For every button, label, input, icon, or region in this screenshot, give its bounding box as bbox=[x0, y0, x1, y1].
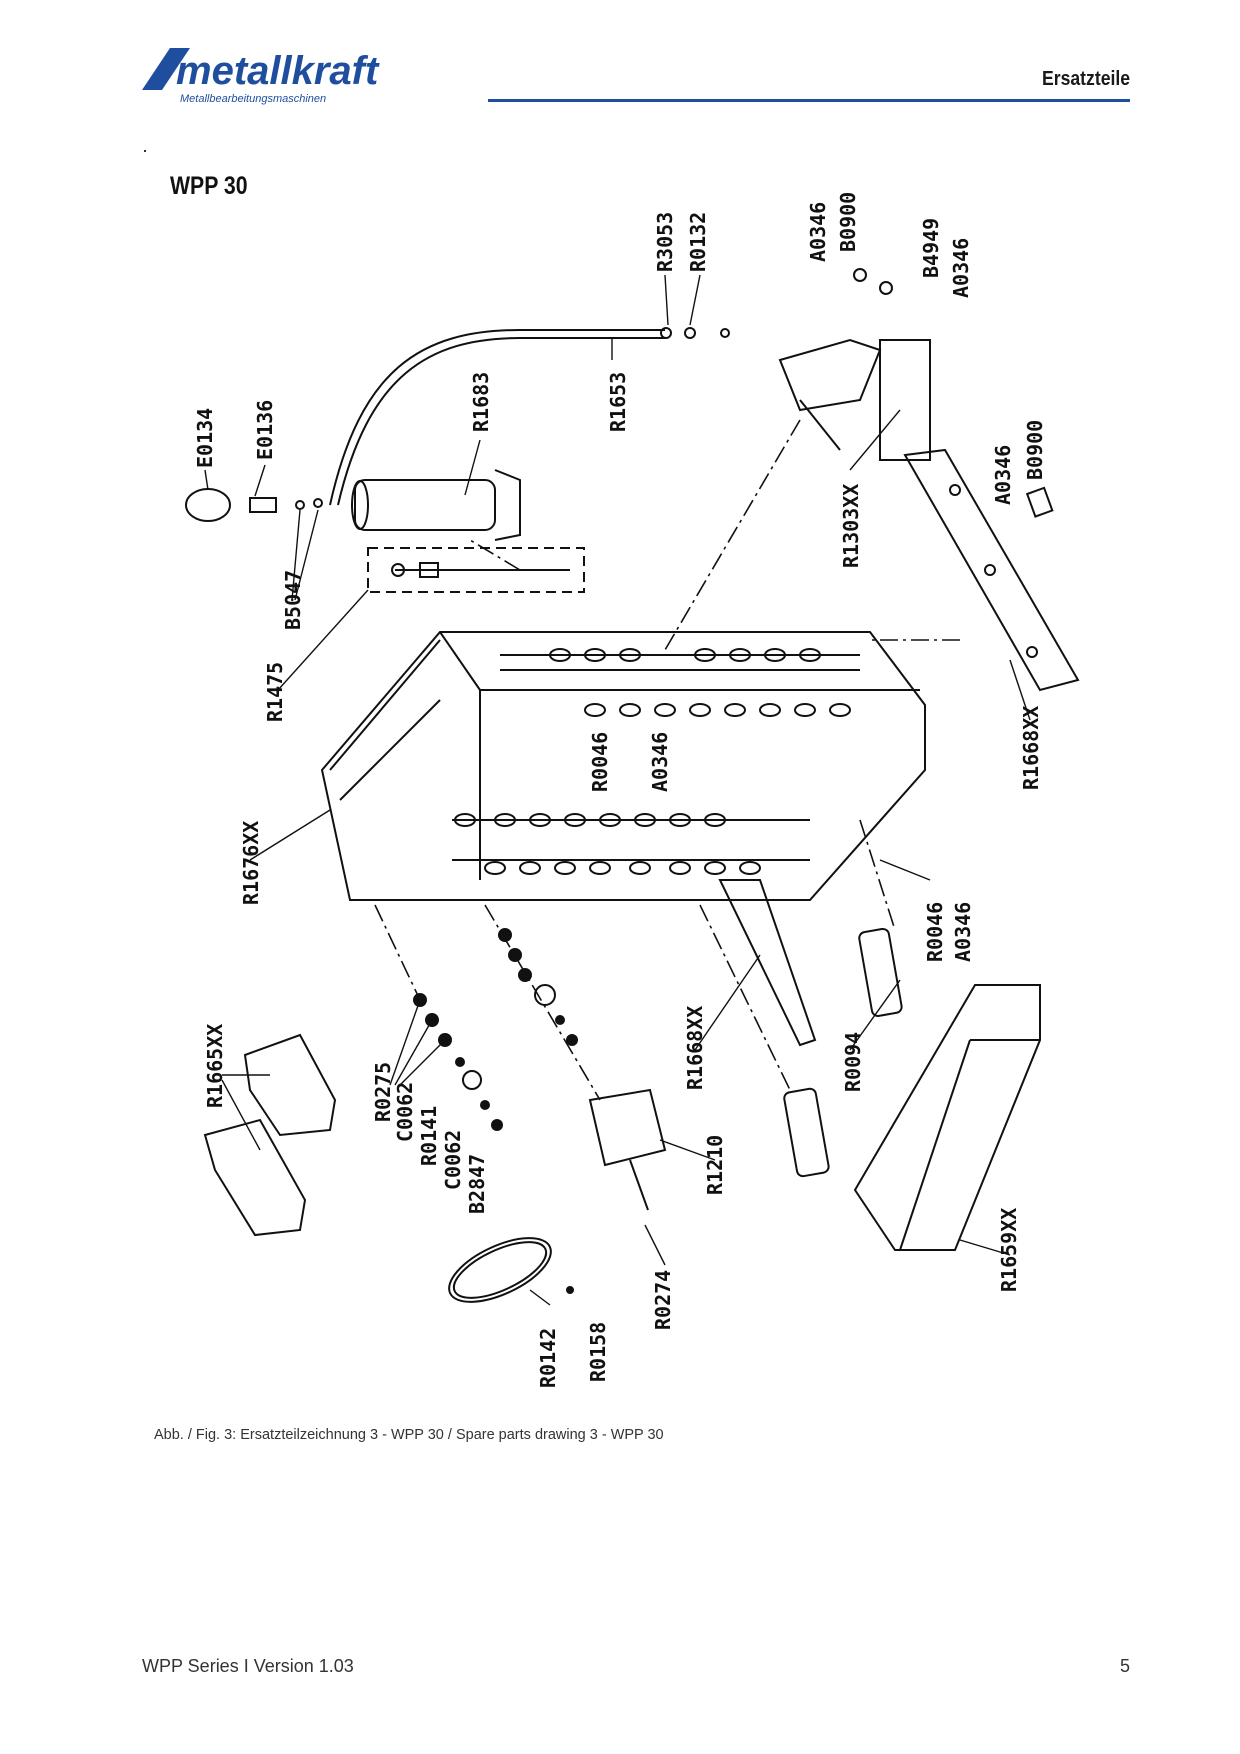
part-label: A0346 bbox=[949, 238, 973, 298]
part-label: A0346 bbox=[806, 202, 830, 262]
v-block-part bbox=[243, 1033, 337, 1137]
part-label: R1475 bbox=[263, 662, 287, 722]
part-label: R1659XX bbox=[997, 1208, 1021, 1292]
brand-name: metallkraft bbox=[176, 49, 380, 93]
part-label: R3053 bbox=[653, 212, 677, 272]
hole-row-lower bbox=[454, 813, 726, 827]
stray-mark bbox=[144, 150, 146, 152]
part-label: R0274 bbox=[651, 1270, 675, 1330]
logo-mark-icon bbox=[142, 48, 196, 90]
section-title: Ersatzteile bbox=[1041, 68, 1130, 90]
part-label: B5047 bbox=[281, 570, 305, 630]
hose-line bbox=[329, 329, 665, 506]
pump-box-part bbox=[588, 1088, 667, 1167]
footer-page-number: 5 bbox=[1119, 1656, 1130, 1676]
hole-row-mid bbox=[584, 703, 851, 717]
part-label: R1668XX bbox=[1019, 706, 1043, 790]
lower-beam-part bbox=[718, 879, 817, 1047]
figure-caption: Abb. / Fig. 3: Ersatzteilzeichnung 3 - W… bbox=[154, 1427, 664, 1443]
part-label: B4949 bbox=[919, 218, 943, 278]
part-label: A0346 bbox=[951, 902, 975, 962]
frame-part bbox=[320, 631, 926, 901]
part-label: R0158 bbox=[586, 1322, 610, 1382]
part-label: R1653 bbox=[606, 372, 630, 432]
part-labels: R3053 R0132 A0346 B0900 B4949 A0346 R165… bbox=[193, 192, 1047, 1388]
brand-tagline: Metallbearbeitungsmaschinen bbox=[180, 93, 326, 105]
part-label: B2847 bbox=[465, 1154, 489, 1214]
part-label: R1303XX bbox=[839, 484, 863, 568]
part-label: E0134 bbox=[193, 408, 217, 468]
part-label: B0900 bbox=[1023, 420, 1047, 480]
pump-head-part bbox=[879, 339, 931, 461]
gauge-part bbox=[185, 488, 231, 522]
part-label: R0141 bbox=[417, 1106, 441, 1166]
part-label: R0046 bbox=[588, 732, 612, 792]
part-label: C0062 bbox=[393, 1082, 417, 1142]
part-label: R1668XX bbox=[683, 1006, 707, 1090]
part-label: R0094 bbox=[841, 1032, 865, 1092]
part-label: R1665XX bbox=[203, 1024, 227, 1108]
pin-part bbox=[858, 927, 903, 1017]
part-label: R0046 bbox=[923, 902, 947, 962]
part-label: A0346 bbox=[648, 732, 672, 792]
part-label: R0275 bbox=[371, 1062, 395, 1122]
cylinder-part bbox=[354, 479, 496, 531]
part-label: R1210 bbox=[703, 1135, 727, 1195]
hole-row-bottom bbox=[484, 861, 761, 875]
header-rule bbox=[488, 99, 1130, 102]
hole-row-top bbox=[549, 648, 821, 662]
tray-part bbox=[853, 984, 1041, 1251]
model-title: WPP 30 bbox=[170, 172, 248, 200]
part-label: A0346 bbox=[991, 445, 1015, 505]
spare-parts-drawing: R3053 R0132 A0346 B0900 B4949 A0346 R165… bbox=[185, 192, 1080, 1388]
piston-assembly-box bbox=[367, 547, 585, 593]
part-label: R0132 bbox=[686, 212, 710, 272]
footer-series-version: WPP Series I Version 1.03 bbox=[142, 1656, 354, 1676]
part-label: E0136 bbox=[253, 400, 277, 460]
beam-part bbox=[903, 448, 1080, 692]
hose-coil-part bbox=[448, 1237, 552, 1303]
brand-logo: metallkraft Metallbearbeitungsmaschinen bbox=[142, 48, 380, 105]
part-label: B0900 bbox=[836, 192, 860, 252]
part-label: R1676XX bbox=[239, 821, 263, 905]
part-label: R0142 bbox=[536, 1328, 560, 1388]
part-label: C0062 bbox=[441, 1130, 465, 1190]
part-label: R1683 bbox=[469, 372, 493, 432]
